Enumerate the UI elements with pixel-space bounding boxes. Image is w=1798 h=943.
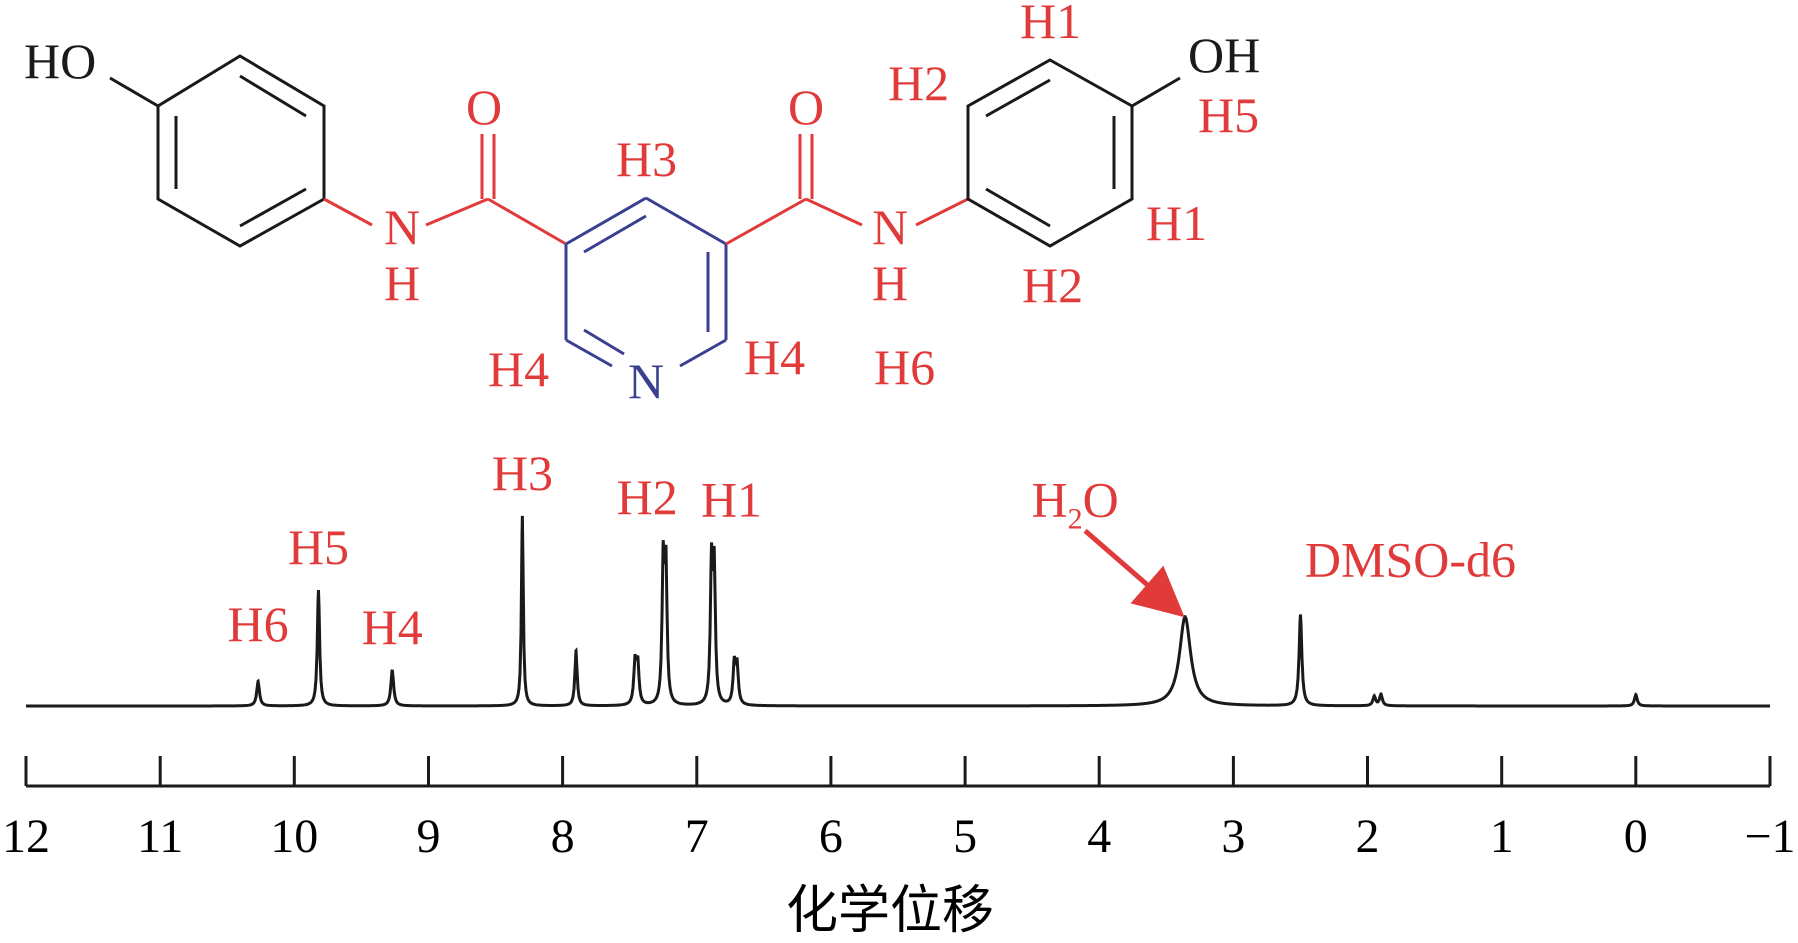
proton-label-h4-right: H4 xyxy=(744,329,805,385)
peak-label-water: H2O xyxy=(1031,472,1118,536)
x-tick-label: 5 xyxy=(953,810,977,863)
x-tick-label: 8 xyxy=(551,810,575,863)
x-tick-label: 3 xyxy=(1221,810,1245,863)
left-amide-bonds xyxy=(323,134,567,246)
x-tick-label: 12 xyxy=(2,810,50,863)
water-peak-arrow xyxy=(1083,528,1185,618)
proton-label-h4-left: H4 xyxy=(488,341,549,397)
x-tick-label: 9 xyxy=(417,810,441,863)
right-phenol-ring xyxy=(966,58,1181,248)
proton-label-h3: H3 xyxy=(616,131,677,187)
proton-label-h6: H6 xyxy=(874,339,935,395)
x-tick-label: −1 xyxy=(1744,810,1795,863)
atom-h-amide-right: H xyxy=(872,255,908,311)
atom-n-amide-left: N xyxy=(384,199,420,255)
proton-label-h1-right: H1 xyxy=(1146,195,1207,251)
atom-n-amide-right: N xyxy=(872,199,908,255)
proton-label-h2-bottom: H2 xyxy=(1022,257,1083,313)
proton-label-h5: H5 xyxy=(1198,87,1259,143)
x-tick-label: 0 xyxy=(1624,810,1648,863)
proton-label-h2-top: H2 xyxy=(888,55,949,111)
right-amide-bonds xyxy=(725,134,969,246)
spectrum-trace xyxy=(26,515,1770,708)
x-tick-label: 11 xyxy=(137,810,183,863)
peak-label-h5: H5 xyxy=(288,519,349,575)
proton-label-h1-top: H1 xyxy=(1020,0,1081,49)
atom-ho-left: HO xyxy=(24,33,96,89)
x-tick-label: 1 xyxy=(1490,810,1514,863)
x-tick-label: 2 xyxy=(1356,810,1380,863)
left-phenol-ring xyxy=(109,54,326,248)
peak-label-h1: H1 xyxy=(701,471,762,527)
atom-n-pyridine: N xyxy=(628,353,664,409)
x-tick-label: 10 xyxy=(270,810,318,863)
x-tick-label: 4 xyxy=(1087,810,1111,863)
x-axis-title: 化学位移 xyxy=(786,881,994,941)
peak-label-h2: H2 xyxy=(617,469,678,525)
atom-o-right: O xyxy=(788,79,824,135)
atom-h-amide-left: H xyxy=(384,255,420,311)
peak-label-h4: H4 xyxy=(362,599,423,655)
atom-oh-right: OH xyxy=(1188,27,1260,83)
peak-label-h6: H6 xyxy=(228,596,289,652)
atom-o-left: O xyxy=(466,79,502,135)
peak-label-dmso-d6: DMSO-d6 xyxy=(1305,532,1516,588)
pyridine-ring xyxy=(564,196,728,368)
x-tick-label: 7 xyxy=(685,810,709,863)
x-tick-label: 6 xyxy=(819,810,843,863)
molecule-structure: HO OH O O N H N H N H1 H2 H5 H1 H2 H3 H4… xyxy=(24,0,1260,409)
peak-label-h3: H3 xyxy=(492,445,553,501)
